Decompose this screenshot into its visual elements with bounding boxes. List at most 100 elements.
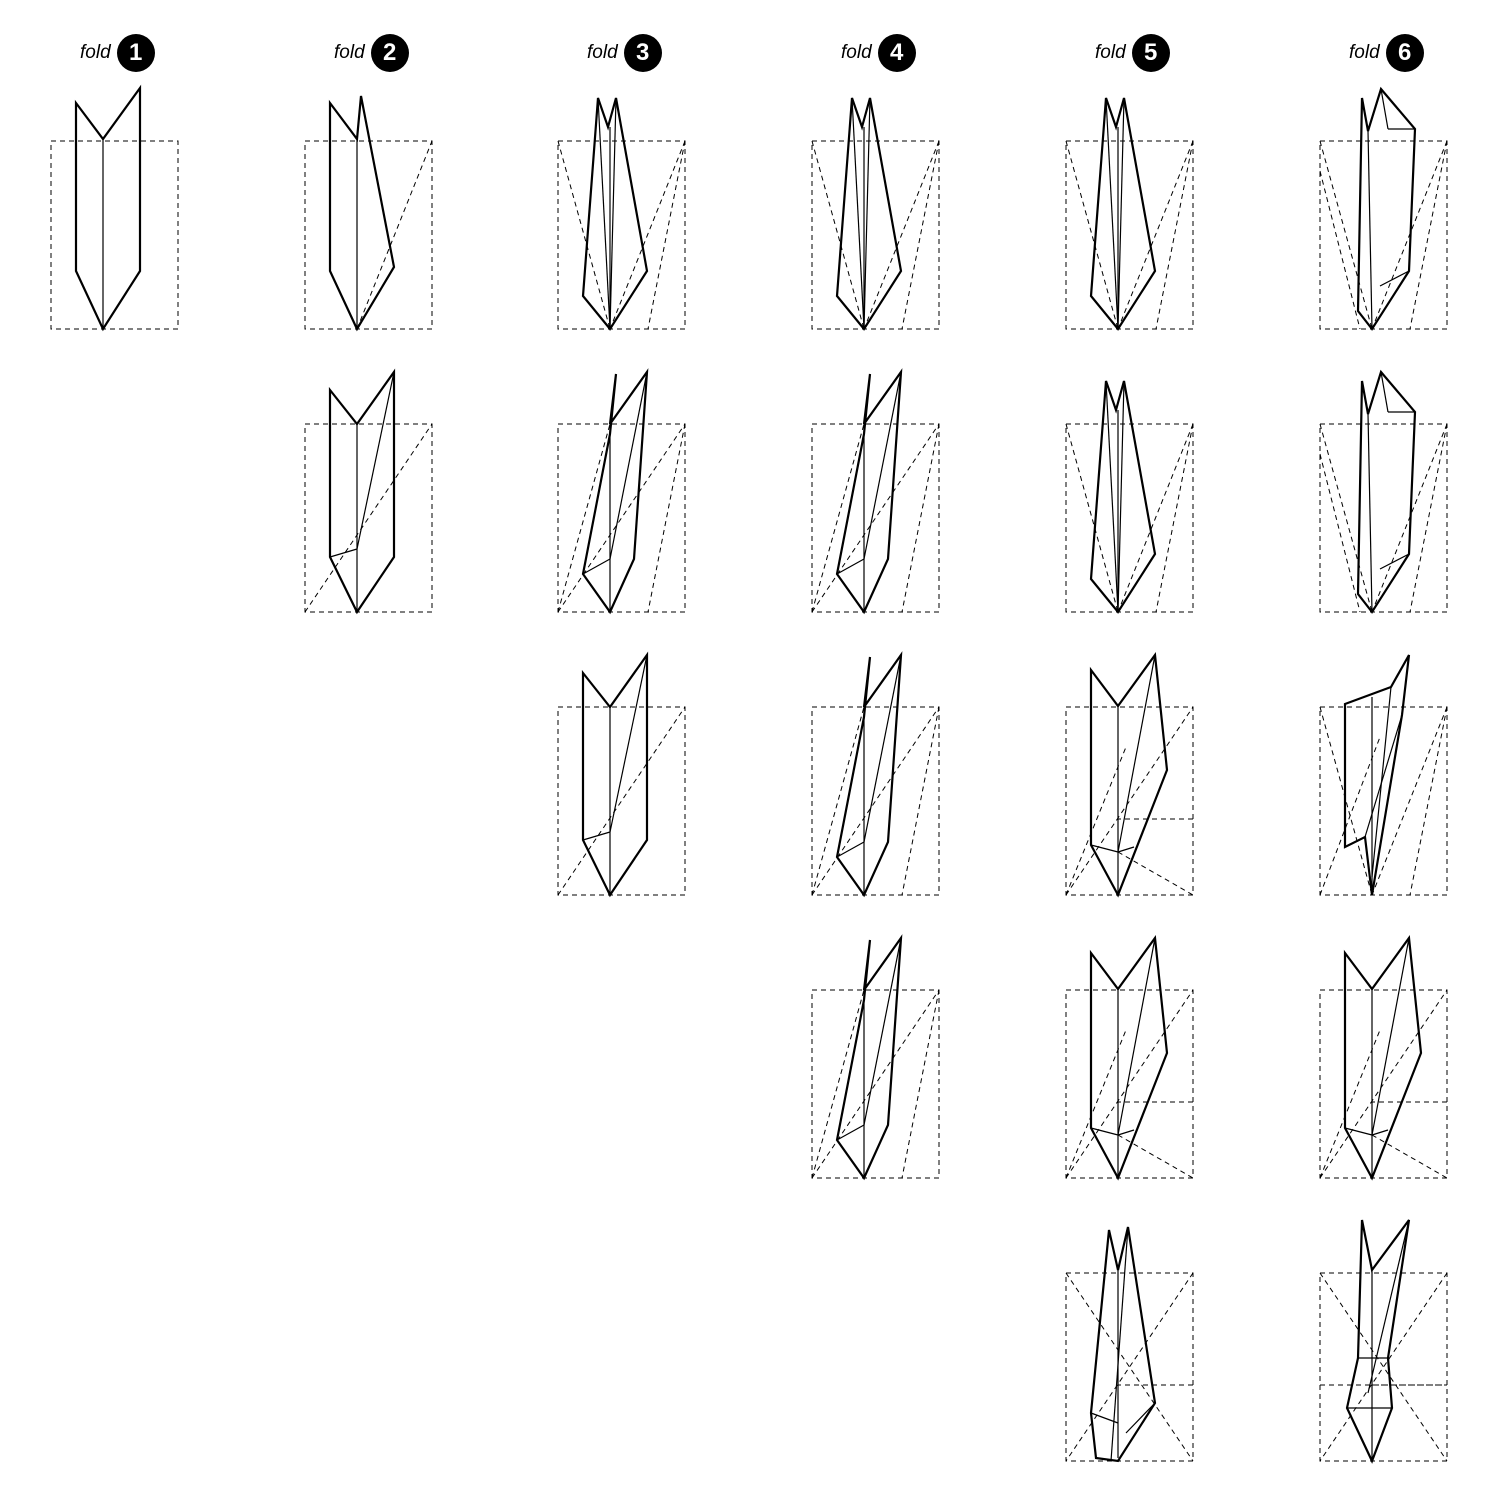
folded-outline — [581, 651, 649, 898]
fold-2-header: fold 2 — [334, 33, 409, 73]
crease-guide — [811, 140, 865, 330]
crease-guide — [557, 423, 611, 613]
fold-line — [1117, 937, 1156, 1136]
fold-line — [582, 558, 611, 575]
crease-guide — [304, 423, 433, 613]
crease-guide — [1409, 423, 1448, 613]
paper-outline — [1065, 989, 1194, 1179]
crease-guide — [1319, 423, 1373, 613]
crease-guide — [901, 989, 940, 1179]
crease-guide — [1065, 1029, 1127, 1179]
paper-outline — [1065, 1272, 1194, 1462]
fold-3-header: fold 3 — [587, 33, 662, 73]
folded-outline — [74, 84, 142, 332]
crease-guide — [811, 989, 865, 1179]
fold-number-badge: 4 — [877, 34, 916, 72]
crease-guide — [1065, 423, 1119, 613]
fold-label: fold — [1095, 42, 1126, 63]
fold-line — [356, 371, 395, 550]
crease-guide — [1409, 706, 1448, 896]
crease-guide — [901, 140, 940, 330]
crease-guide — [1065, 706, 1194, 896]
fold-2-sketch-2 — [304, 368, 433, 615]
folded-outline — [328, 368, 396, 615]
folded-outline — [1345, 1219, 1411, 1464]
crease-guide — [1319, 1272, 1448, 1462]
paper-outline — [1065, 423, 1194, 613]
fold-line — [329, 548, 358, 558]
crease-guide — [1319, 736, 1381, 896]
crease-guide — [1065, 1272, 1194, 1462]
folded-outline — [581, 368, 649, 615]
paper-outline — [1319, 989, 1448, 1179]
fold-line — [836, 558, 865, 575]
paper-outline — [557, 706, 686, 896]
fold-label: fold — [334, 42, 365, 63]
fold-6-sketch-4 — [1319, 935, 1448, 1181]
crease-guide — [811, 706, 865, 896]
paper-outline — [50, 140, 179, 330]
crease-guide — [1371, 1134, 1448, 1179]
folded-outline — [1089, 935, 1169, 1181]
folded-outline — [1089, 1226, 1157, 1463]
fold-line — [1117, 846, 1135, 853]
paper-outline — [1319, 140, 1448, 330]
fold-6-sketch-3 — [1319, 654, 1448, 896]
crease-guide — [1319, 1029, 1381, 1179]
fold-3-sketch-1 — [557, 97, 686, 331]
fold-line — [609, 371, 648, 560]
crease-guide — [557, 423, 686, 613]
crease-guide — [811, 423, 865, 613]
fold-line — [597, 97, 611, 330]
paper-outline — [1065, 140, 1194, 330]
fold-label: fold — [587, 42, 618, 63]
folded-outline — [1343, 654, 1411, 896]
crease-guide — [1319, 706, 1373, 896]
paper-outline — [811, 706, 940, 896]
fold-number-badge: 2 — [370, 34, 409, 72]
fold-line — [1371, 1129, 1389, 1136]
folded-outline — [1356, 369, 1417, 614]
crease-guide — [356, 140, 433, 330]
crease-guide — [1065, 140, 1119, 330]
fold-5-header: fold 5 — [1095, 33, 1170, 73]
fold-6-sketch-1 — [1319, 86, 1448, 331]
fold-line — [609, 654, 648, 833]
crease-guide — [1319, 1272, 1448, 1462]
paper-outline — [811, 423, 940, 613]
fold-line — [1380, 88, 1389, 130]
fold-3-sketch-3 — [557, 651, 686, 898]
fold-6-header: fold 6 — [1349, 33, 1424, 73]
folded-outline — [1089, 652, 1169, 898]
paper-outline — [811, 989, 940, 1179]
fold-line — [1117, 380, 1125, 613]
paper-outline — [1065, 706, 1194, 896]
paper-outline — [1319, 1272, 1448, 1462]
fold-line — [1117, 1129, 1135, 1136]
crease-guide — [1409, 140, 1448, 330]
fold-1-sketch-1 — [50, 84, 179, 332]
fold-label: fold — [841, 42, 872, 63]
fold-1-header: fold 1 — [80, 33, 155, 73]
folded-outline — [1343, 935, 1423, 1181]
fold-6-sketch-2 — [1319, 369, 1448, 614]
fold-4-header: fold 4 — [841, 33, 916, 73]
paper-outline — [1319, 423, 1448, 613]
paper-outline — [304, 140, 433, 330]
crease-guide — [901, 706, 940, 896]
fold-5-sketch-1 — [1065, 97, 1194, 331]
fold-line — [1367, 413, 1373, 613]
fold-number-badge: 1 — [116, 34, 155, 72]
fold-line — [1379, 553, 1410, 570]
fold-4-sketch-4 — [811, 934, 940, 1181]
fold-line — [836, 841, 865, 858]
fold-2-sketch-1 — [304, 95, 433, 332]
paper-outline — [1319, 706, 1448, 896]
fold-line — [863, 654, 902, 843]
crease-guide — [1117, 1134, 1194, 1179]
folded-outline — [328, 95, 396, 332]
fold-4-sketch-2 — [811, 368, 940, 615]
crease-guide — [647, 423, 686, 613]
folded-outline — [835, 368, 903, 615]
